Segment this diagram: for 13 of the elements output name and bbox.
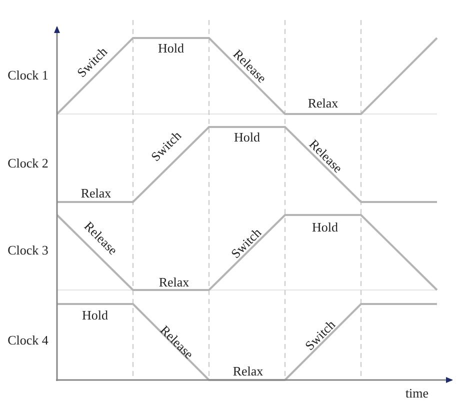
phase-label: Hold (82, 308, 108, 322)
row-label: Clock 1 (8, 68, 48, 82)
axis-label: time (405, 386, 429, 400)
row-label: Clock 3 (8, 244, 48, 256)
phase-label: Relax (308, 96, 338, 110)
phase-label: Relax (80, 186, 112, 200)
phase-label: Hold (312, 220, 338, 234)
row-label: Clock 4 (8, 334, 48, 346)
row-label: Clock 2 (8, 156, 48, 170)
phase-label: Hold (158, 42, 184, 54)
phase-label: Relax (158, 276, 190, 288)
phase-label: Hold (234, 130, 260, 144)
phase-label: Relax (232, 364, 264, 378)
